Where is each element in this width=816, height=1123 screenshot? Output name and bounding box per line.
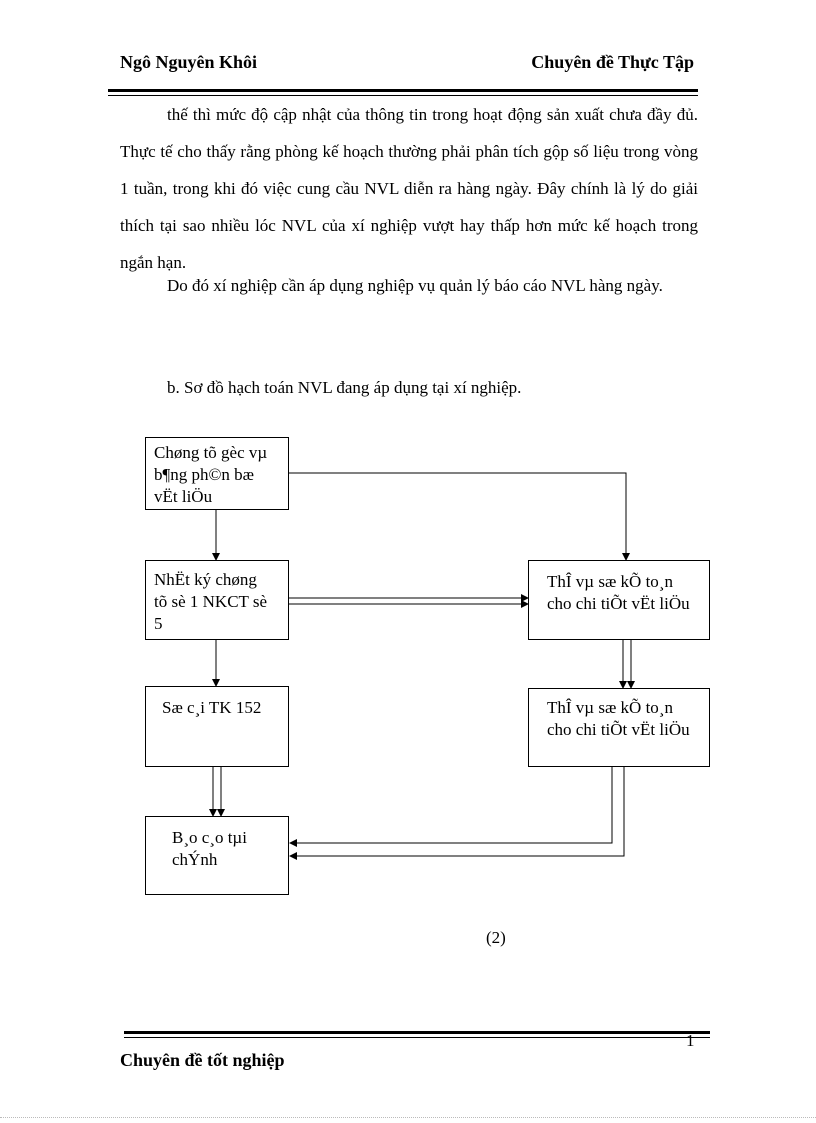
box-financial-report: B¸o c¸o tµi chÝnh xyxy=(145,816,289,895)
arrow-source-to-detail-card xyxy=(288,472,630,561)
page-edge-dotted-line xyxy=(0,1117,816,1118)
footer-text: Chuyên đề tốt nghiệp xyxy=(120,1050,285,1070)
box-ledger-line-1: Sæ c¸i TK 152 xyxy=(162,698,262,717)
header-author: Ngô Nguyên Khôi xyxy=(120,52,258,72)
box-detail-card-2-line-2: cho chi tiÕt vËt liÖu xyxy=(547,720,690,739)
box-financial-report-line-1: B¸o c¸o tµi xyxy=(172,828,247,847)
box-source-documents-line-1: Chøng tõ gèc vµ xyxy=(154,443,268,462)
page-number: 1 xyxy=(686,1031,695,1050)
header-rule-top xyxy=(108,89,698,92)
paragraph-1-text: thế thì mức độ cập nhật của thông tin tr… xyxy=(120,105,698,272)
paragraph-2-text: Do đó xí nghiệp cần áp dụng nghiệp vụ qu… xyxy=(167,276,663,295)
box-source-documents: Chøng tõ gèc vµ b¶ng ph©n bæ vËt liÖu xyxy=(145,437,289,510)
footer-rule-bottom xyxy=(124,1037,710,1038)
box-detail-card-1-line-2: cho chi tiÕt vËt liÖu xyxy=(547,594,690,613)
box-journal-line-3: 5 xyxy=(154,614,163,633)
paragraph-2: Do đó xí nghiệp cần áp dụng nghiệp vụ qu… xyxy=(120,267,698,304)
arrow-detail-to-report-a xyxy=(289,767,613,847)
box-ledger: Sæ c¸i TK 152 xyxy=(145,686,289,767)
arrow-detail-to-report-b xyxy=(289,767,625,860)
box-journal-line-1: NhËt ký chøng xyxy=(154,570,257,589)
box-detail-card-2-line-1: ThÎ vµ sæ kÕ to¸n xyxy=(547,698,673,717)
box-financial-report-line-2: chÝnh xyxy=(172,850,218,869)
header-title: Chuyên đề Thực Tập xyxy=(531,52,694,72)
footer-rule-top xyxy=(124,1031,710,1034)
box-detail-card-1: ThÎ vµ sæ kÕ to¸n cho chi tiÕt vËt liÖu xyxy=(528,560,710,640)
paragraph-1: thế thì mức độ cập nhật của thông tin tr… xyxy=(120,96,698,281)
box-journal: NhËt ký chøng tõ sè 1 NKCT sè 5 xyxy=(145,560,289,640)
box-journal-line-2: tõ sè 1 NKCT sè xyxy=(154,592,268,611)
section-heading: b. Sơ đồ hạch toán NVL đang áp dụng tại … xyxy=(167,378,522,397)
box-source-documents-line-2: b¶ng ph©n bæ xyxy=(154,465,254,484)
box-detail-card-1-line-1: ThÎ vµ sæ kÕ to¸n xyxy=(547,572,673,591)
header-rule-bottom xyxy=(108,95,698,96)
box-source-documents-line-3: vËt liÖu xyxy=(154,487,213,506)
figure-label: (2) xyxy=(486,928,506,947)
box-detail-card-2: ThÎ vµ sæ kÕ to¸n cho chi tiÕt vËt liÖu xyxy=(528,688,710,767)
